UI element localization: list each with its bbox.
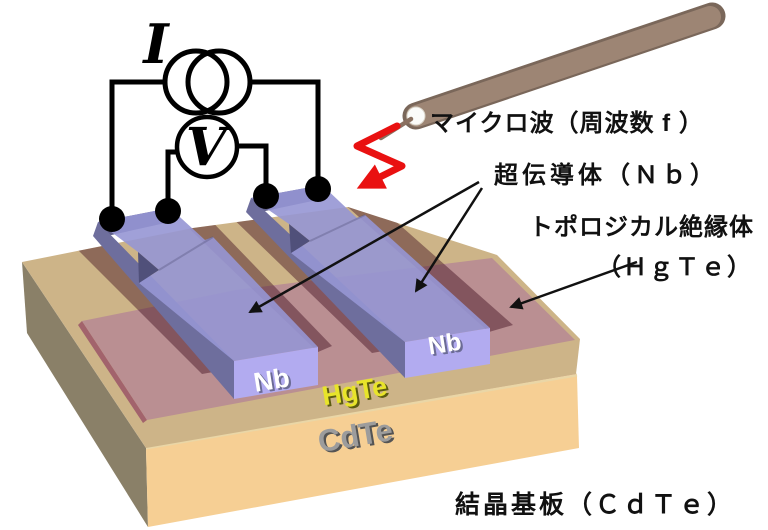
nb-strip-1-step-seam bbox=[158, 236, 214, 271]
probe-body bbox=[406, 6, 721, 127]
nb-strip-2-label-shadow: Nb bbox=[428, 329, 465, 362]
cdte-front-face bbox=[146, 376, 579, 527]
arrow-to-nb-strip-1 bbox=[248, 180, 480, 314]
wire-current-left bbox=[109, 79, 167, 219]
current-source-symbol bbox=[162, 48, 253, 116]
current-source-circle-left bbox=[162, 48, 230, 116]
annotation-arrows bbox=[248, 180, 638, 314]
substrate-side-face bbox=[22, 262, 148, 527]
current-source-circle-right bbox=[185, 48, 253, 116]
nb-strip-2-top-face bbox=[251, 185, 490, 342]
arrow-to-nb-strip-2 bbox=[414, 187, 484, 293]
nb-strip-1-top-face bbox=[98, 208, 318, 361]
wire-volt-left bbox=[165, 149, 178, 211]
arrow-to-hgte-surface bbox=[509, 260, 638, 310]
front-edge-sliver bbox=[145, 373, 578, 450]
nb-strip-2-front-face bbox=[405, 328, 490, 378]
nb-strip-2 bbox=[246, 185, 490, 378]
nb-strip-2-label: Nb bbox=[426, 328, 463, 361]
microwave-wave-arrow bbox=[353, 122, 406, 189]
topological-insulator-label-line2: （ＨｇＴｅ） bbox=[597, 254, 753, 282]
topological-insulator-label-line1: トポロジカル絶縁体 bbox=[529, 213, 754, 241]
contact-dots bbox=[99, 176, 331, 232]
wire-volt-right bbox=[238, 143, 269, 196]
nb-strip-1-notch bbox=[138, 252, 159, 283]
sample-3d bbox=[22, 185, 580, 527]
contact-dot-4 bbox=[305, 176, 331, 202]
voltmeter-label: V bbox=[186, 117, 231, 178]
nb-strip-2-notch bbox=[289, 224, 310, 253]
nb-strip-1-label: Nb bbox=[251, 362, 291, 397]
nb-strip-1 bbox=[93, 208, 318, 399]
microwave-label: マイクロ波（周波数 f ） bbox=[430, 110, 704, 137]
nb-strip-1-face-label: Nb Nb bbox=[251, 362, 294, 399]
strip2-shadow-right bbox=[324, 207, 513, 332]
wire-current-right bbox=[250, 79, 321, 189]
contact-dot-1 bbox=[99, 206, 125, 232]
labels: マイクロ波（周波数 f ） 超伝導体（Ｎｂ） トポロジカル絶縁体 （ＨｇＴｅ） … bbox=[251, 110, 754, 519]
current-source-label: I bbox=[141, 12, 170, 76]
wires bbox=[109, 79, 321, 219]
contact-dot-2 bbox=[155, 198, 181, 224]
contact-dot-3 bbox=[253, 183, 279, 209]
voltmeter-circle bbox=[174, 114, 240, 180]
nb-strip-1-front-face bbox=[234, 347, 318, 399]
substrate-label: 結晶基板（ＣｄＴｅ） bbox=[455, 490, 735, 519]
superconductor-label: 超伝導体（Ｎｂ） bbox=[494, 161, 718, 189]
mesa-step-face bbox=[78, 321, 147, 423]
nb-strip-2-face-label: Nb Nb bbox=[426, 328, 466, 363]
nb-strip-1-label-shadow: Nb bbox=[254, 364, 294, 399]
nb-strip-2-step-seam bbox=[309, 214, 366, 242]
circuit: V I bbox=[99, 12, 331, 232]
nb-strip-2-side-face bbox=[246, 198, 405, 378]
nb-strip-1-side-face bbox=[93, 222, 234, 399]
